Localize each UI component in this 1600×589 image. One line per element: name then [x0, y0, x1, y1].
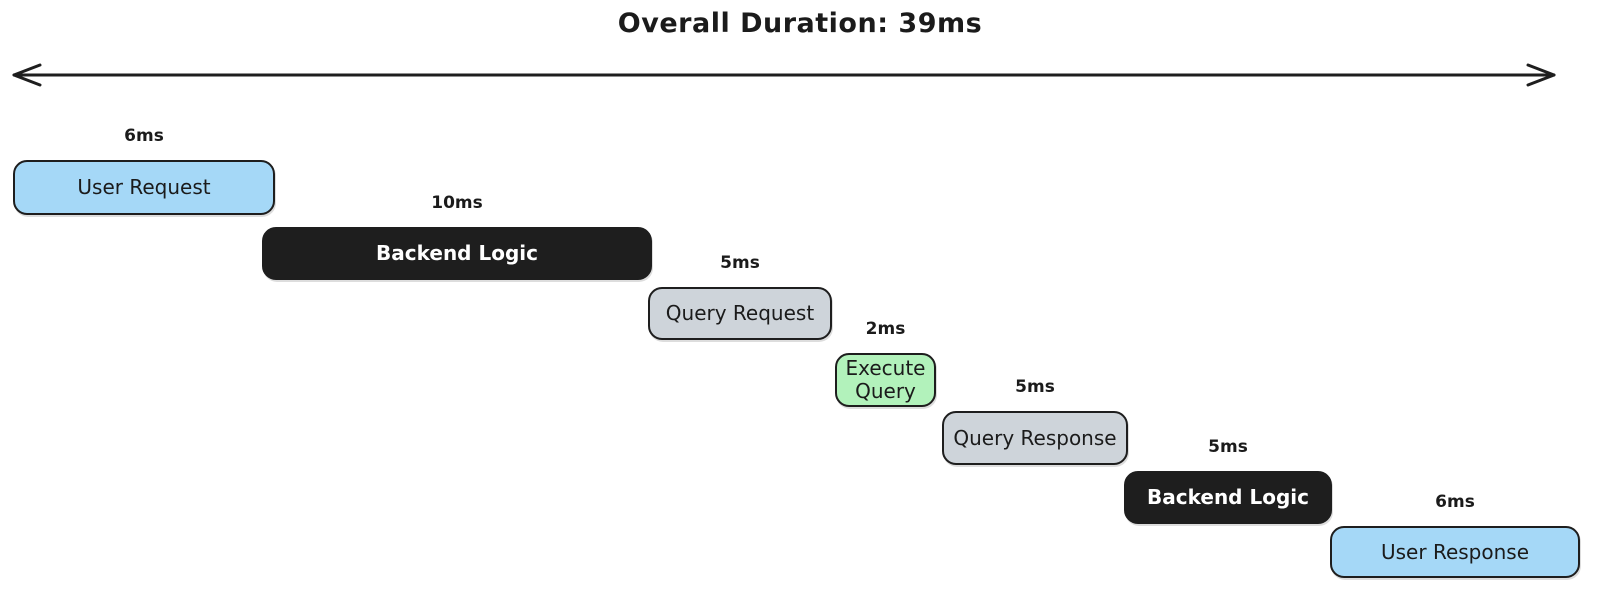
bar-query-request: 5ms Query Request [648, 253, 832, 340]
overall-duration-arrow [12, 63, 1556, 87]
duration-label: 5ms [1208, 437, 1248, 457]
duration-label: 6ms [1435, 492, 1475, 512]
diagram-title: Overall Duration: 39ms [617, 8, 983, 39]
bar-label: Backend Logic [376, 241, 538, 265]
bar-user-response: 6ms User Response [1330, 492, 1580, 578]
duration-label: 10ms [431, 193, 483, 213]
bar-backend-logic-2: 5ms Backend Logic [1124, 437, 1332, 524]
bar-box: Backend Logic [1124, 471, 1332, 524]
bar-label: User Response [1381, 539, 1529, 564]
left-arrowhead-icon [12, 63, 42, 87]
duration-label: 6ms [124, 126, 164, 146]
bar-backend-logic-1: 10ms Backend Logic [262, 193, 652, 280]
bar-label: Query Request [665, 301, 815, 325]
bar-user-request: 6ms User Request [13, 126, 275, 215]
bar-label: Backend Logic [1147, 485, 1309, 509]
bar-box: Query Response [942, 411, 1128, 465]
duration-label: 5ms [720, 253, 760, 273]
bar-label: User Request [77, 175, 211, 199]
bar-box: User Request [13, 160, 275, 215]
duration-label: 2ms [865, 319, 906, 339]
duration-label: 5ms [1015, 377, 1055, 397]
bar-label: Query Response [953, 425, 1117, 450]
bar-box: User Response [1330, 526, 1580, 578]
bar-label: Execute Query [845, 356, 926, 403]
bar-query-response: 5ms Query Response [942, 377, 1128, 465]
bar-box: Execute Query [835, 353, 936, 407]
bar-execute-query: 2ms Execute Query [835, 319, 936, 407]
bar-box: Backend Logic [262, 227, 652, 280]
bar-box: Query Request [648, 287, 832, 340]
right-arrowhead-icon [1526, 63, 1556, 87]
